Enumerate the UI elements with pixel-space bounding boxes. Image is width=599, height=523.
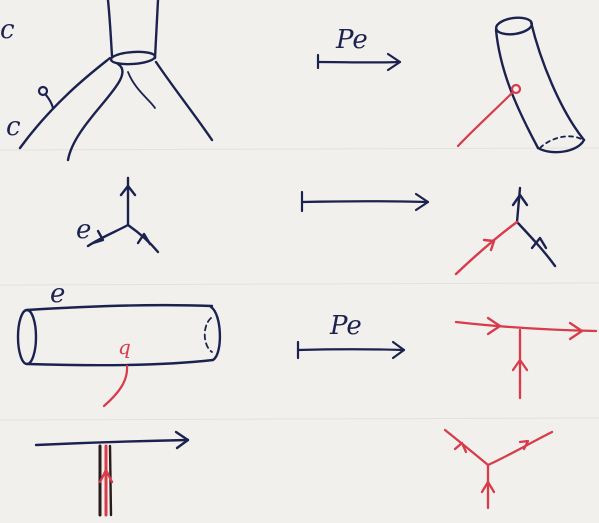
maps-to-arrow [318, 54, 400, 70]
row4-result-y [445, 430, 552, 508]
label-map-pe-row3: Pe [329, 311, 362, 341]
maps-to-arrow [302, 192, 428, 211]
row1-cylinder [495, 16, 584, 153]
row1-red-curve [458, 85, 520, 146]
paper-grid [0, 148, 599, 420]
row3-red-curve [104, 366, 127, 406]
label-edge-c: c [6, 112, 21, 142]
row1-pants-surface [20, 0, 212, 160]
label-corner-c: c [0, 15, 15, 45]
label-edge-e-row2: e [76, 215, 91, 245]
label-map-pe-row1: Pe [335, 25, 368, 55]
label-marker-q-row3: q [118, 335, 131, 359]
row3-result-t [456, 318, 596, 398]
label-edge-e-row3: e [50, 279, 65, 309]
label-marker-q-row1: q [0, 0, 1, 1]
row4-strip [36, 432, 188, 515]
row1-marked-point [39, 87, 53, 108]
row2-result-vertex [456, 188, 555, 274]
maps-to-arrow [298, 342, 404, 358]
row2-trivalent-vertex [88, 178, 158, 252]
